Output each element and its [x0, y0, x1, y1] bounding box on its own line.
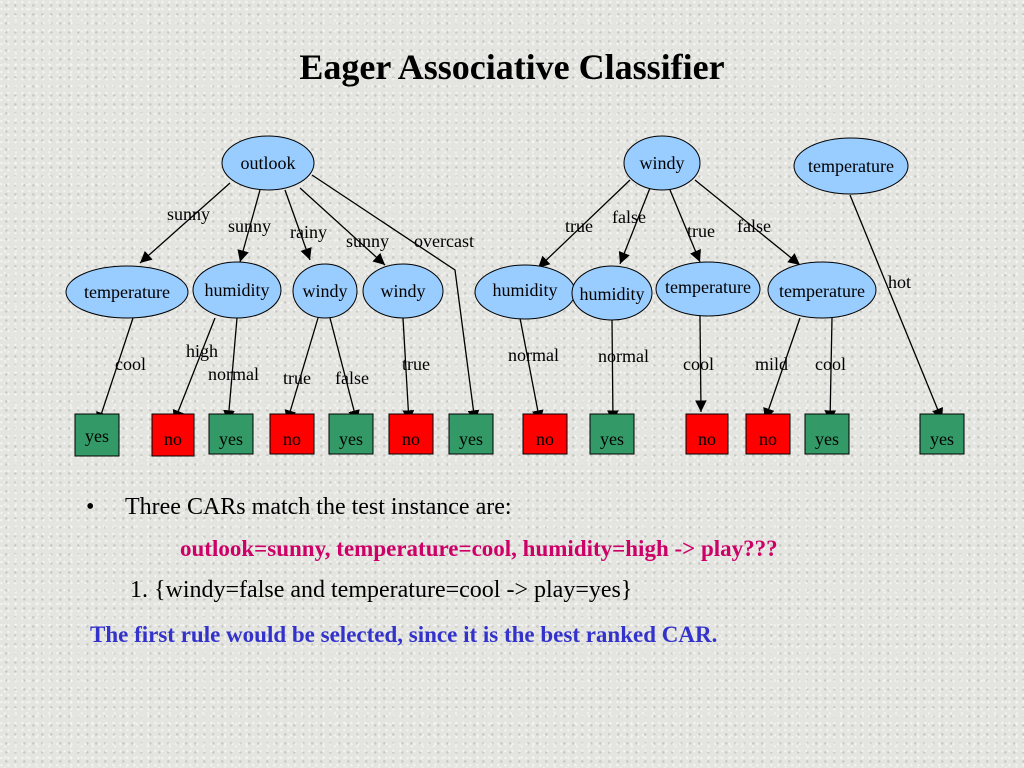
node-outlook-label: outlook — [240, 153, 295, 173]
edge-label-true-2: true — [687, 221, 715, 241]
node-windy-1-label: windy — [303, 281, 348, 301]
edge-windy2-no — [402, 317, 415, 423]
leaf-yes: yes — [208, 413, 254, 455]
node-temperature: temperature — [65, 265, 189, 319]
node-humidity-w2: humidity — [571, 265, 653, 321]
outlook-tree: sunny sunny rainy sunny overcast outlook… — [65, 135, 494, 457]
edge-label-overcast: overcast — [414, 231, 474, 251]
leaf-no: no — [685, 413, 729, 455]
node-temperature-root: temperature — [793, 137, 909, 195]
node-windy-1: windy — [292, 263, 358, 319]
node-humidity: humidity — [192, 261, 282, 319]
leaf-yes-label: yes — [600, 429, 624, 449]
edge-outlook-windy2 — [299, 187, 386, 266]
leaf-no: no — [388, 413, 434, 455]
edge-windy-humidity1 — [537, 179, 631, 269]
leaf-yes: yes — [804, 413, 850, 455]
edge-label-true: true — [283, 368, 311, 388]
node-windy-2: windy — [362, 263, 444, 319]
leaf-no-label: no — [164, 429, 182, 449]
edge-humidity1-no — [519, 317, 544, 423]
edge-label-high: high — [186, 341, 218, 361]
edge-windy-humidity2 — [618, 187, 651, 265]
edge-humidity-no — [172, 317, 216, 423]
temperature-tree: hot temperature yes — [793, 137, 965, 455]
node-outlook: outlook — [221, 135, 315, 191]
edge-windy-temperature1 — [669, 189, 701, 263]
edge-label-sunny-1: sunny — [167, 204, 210, 224]
node-humidity-w1: humidity — [474, 264, 576, 320]
edge-temperature1-no — [695, 315, 707, 413]
node-humidity-w1-label: humidity — [492, 280, 557, 300]
node-humidity-label: humidity — [204, 280, 269, 300]
edge-temperature2-yes — [824, 317, 837, 423]
windy-tree: true false true false windy normal norma… — [474, 135, 877, 455]
node-windy-label: windy — [640, 153, 685, 173]
node-temperature-w1: temperature — [655, 261, 761, 317]
leaf-no-label: no — [698, 429, 716, 449]
edge-outlook-humidity — [237, 189, 261, 263]
leaf-no-label: no — [402, 429, 420, 449]
edge-label-sunny-3: sunny — [346, 231, 389, 251]
leaf-no: no — [151, 413, 195, 457]
edge-temperature-yes — [96, 317, 134, 425]
leaf-no-label: no — [536, 429, 554, 449]
leaf-yes: yes — [448, 413, 494, 455]
edge-windy-temperature2 — [694, 179, 801, 266]
edge-windy1-yes — [329, 317, 360, 423]
node-temperature-w1-label: temperature — [665, 277, 751, 297]
edge-label-hot: hot — [888, 272, 911, 292]
leaf-yes-label: yes — [339, 429, 363, 449]
node-humidity-w2-label: humidity — [579, 284, 644, 304]
edge-label-rainy: rainy — [290, 222, 327, 242]
edge-temperature-hot-yes — [849, 194, 943, 421]
leaf-yes-label: yes — [459, 429, 483, 449]
edge-label-mild: mild — [755, 354, 788, 374]
edge-humidity-yes — [223, 317, 238, 423]
edge-label-cool-2: cool — [815, 354, 846, 374]
edge-label-true: true — [565, 216, 593, 236]
leaf-yes-label: yes — [815, 429, 839, 449]
node-windy: windy — [623, 135, 701, 191]
edge-label-false: false — [612, 207, 646, 227]
edge-label-true-2: true — [402, 354, 430, 374]
node-windy-2-label: windy — [381, 281, 426, 301]
slide-title: Eager Associative Classifier — [299, 47, 725, 87]
edge-label-normal: normal — [208, 364, 259, 384]
leaf-no-label: no — [759, 429, 777, 449]
edge-label-normal: normal — [508, 345, 559, 365]
edge-label-sunny-2: sunny — [228, 216, 271, 236]
leaf-yes: yes — [919, 413, 965, 455]
leaf-no-label: no — [283, 429, 301, 449]
edge-outlook-yes — [311, 174, 480, 423]
leaf-no: no — [269, 413, 315, 455]
node-temperature-root-label: temperature — [808, 156, 894, 176]
edge-temperature2-no — [763, 317, 801, 421]
leaf-no: no — [522, 413, 568, 455]
edge-label-false-2: false — [737, 216, 771, 236]
edge-label-cool: cool — [115, 354, 146, 374]
edge-windy1-no — [284, 317, 319, 423]
leaf-yes-label: yes — [219, 429, 243, 449]
edge-outlook-temperature — [139, 182, 231, 264]
node-temperature-label: temperature — [84, 282, 170, 302]
leaf-yes-label: yes — [85, 426, 109, 446]
leaf-yes: yes — [589, 413, 635, 455]
node-temperature-w2-label: temperature — [779, 281, 865, 301]
edge-humidity2-yes — [607, 319, 619, 423]
edge-outlook-windy1 — [284, 189, 312, 261]
edge-label-cool: cool — [683, 354, 714, 374]
edge-label-false: false — [335, 368, 369, 388]
leaf-yes: yes — [328, 413, 374, 455]
leaf-yes: yes — [74, 413, 120, 457]
edge-label-normal-2: normal — [598, 346, 649, 366]
node-temperature-w2: temperature — [767, 261, 877, 319]
leaf-no: no — [745, 413, 791, 455]
leaf-yes-label: yes — [930, 429, 954, 449]
